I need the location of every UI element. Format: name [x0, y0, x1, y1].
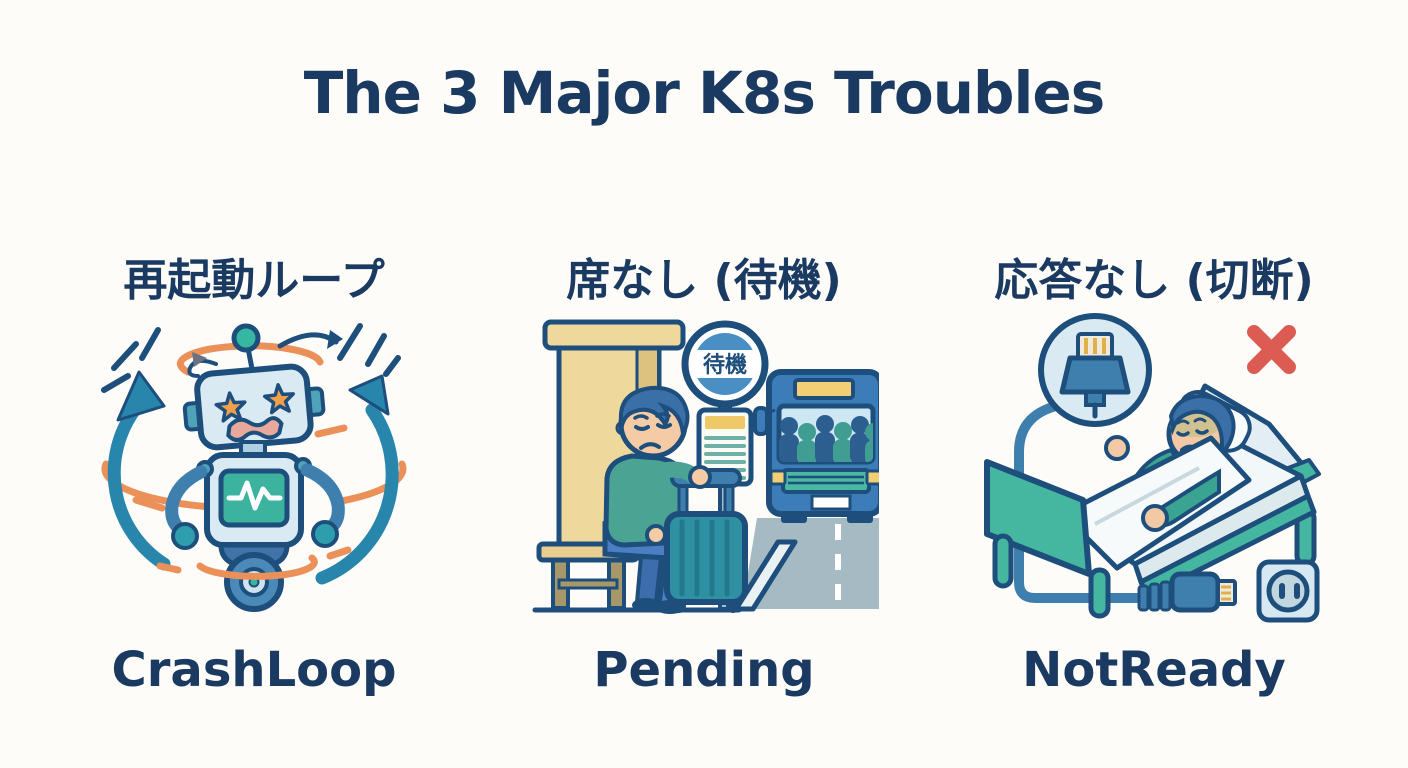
spark-lines-icon	[101, 323, 401, 393]
suitcase	[664, 468, 748, 613]
man-arms	[610, 461, 712, 546]
hospital-bed	[983, 383, 1321, 619]
power-outlet-icon	[1256, 559, 1319, 623]
dizzy-robot	[165, 323, 345, 612]
bus-headlight	[865, 469, 879, 486]
robot-arm-right	[300, 463, 345, 535]
bed-footboard	[983, 459, 1092, 577]
bus-stop-sign-text: 待機	[703, 352, 747, 378]
red-x-icon	[1246, 325, 1296, 374]
bus-headlight	[769, 469, 787, 486]
panel-crashloop-label: CrashLoop	[111, 642, 397, 698]
panel-notready: 応答なし (切断)	[929, 240, 1379, 694]
sad-mouth	[639, 442, 661, 450]
page-title: The 3 Major K8s Troubles	[303, 59, 1106, 127]
bus-stop-illustration: 待機	[532, 319, 879, 614]
sad-mouth	[226, 416, 284, 442]
panel-pending-label: Pending	[593, 642, 815, 698]
doodle-loop-arrow-icon	[187, 330, 343, 378]
robot-arm-left	[165, 465, 208, 537]
star-eye-icon	[262, 383, 295, 415]
bus-passengers	[779, 415, 873, 462]
patient-bed-illustration	[983, 313, 1321, 623]
heartbeat-line-icon	[226, 480, 283, 511]
bus-destination-sign	[793, 378, 855, 400]
panel-crashloop: 再起動ループ	[29, 240, 479, 694]
antenna-ball	[231, 323, 261, 353]
patient-hand	[1140, 504, 1169, 532]
panels-row: 再起動ループ	[29, 240, 1379, 694]
panel-notready-label: NotReady	[1022, 642, 1286, 698]
blanket	[1060, 435, 1251, 571]
bus-mirror	[753, 406, 769, 436]
bus-license-plate	[810, 494, 852, 511]
ethernet-plug-icon	[1059, 332, 1130, 419]
panel-pending-heading: 席なし (待機)	[566, 255, 842, 306]
man-hair	[618, 385, 690, 442]
panel-notready-heading: 応答なし (切断)	[994, 255, 1314, 306]
panel-pending: 席なし (待機)	[479, 240, 929, 694]
robot-head	[194, 363, 314, 451]
spin-arrow-right-icon	[315, 374, 399, 585]
patient-hand	[1103, 435, 1130, 461]
panel-crashloop-heading: 再起動ループ	[123, 255, 385, 306]
dizzy-robot-illustration	[101, 323, 407, 612]
star-eye-icon	[214, 391, 247, 423]
curb-ramp	[733, 539, 798, 612]
crowded-bus	[753, 369, 879, 523]
orange-swirl-bottom	[156, 546, 352, 580]
ethernet-plug-callout	[1037, 313, 1152, 427]
spin-arrow-left-icon	[107, 370, 171, 571]
bus-grille	[781, 468, 871, 494]
unplugged-cable-icon	[1137, 571, 1237, 613]
